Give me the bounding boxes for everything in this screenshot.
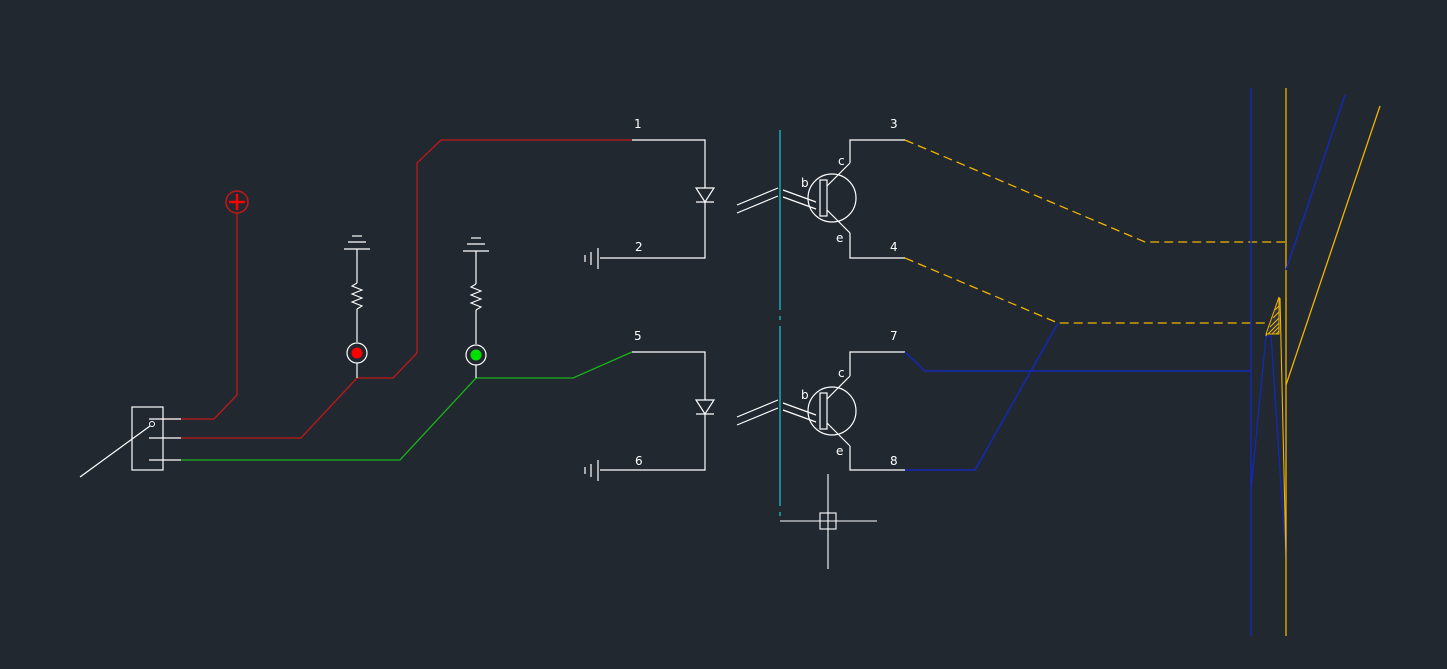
wire-positive-to-switch[interactable]: [162, 213, 238, 420]
resistor-icon: [350, 282, 364, 310]
pin-label-3: 3: [890, 117, 898, 131]
pin-label-1: 1: [634, 117, 642, 131]
switch-lever[interactable]: [79, 425, 151, 478]
pin-label-8: 8: [890, 454, 898, 468]
lower-emitter-label: e: [836, 444, 843, 458]
wire-green-main[interactable]: [181, 351, 633, 461]
wire-blue-8[interactable]: [905, 322, 1059, 471]
ground-icon: [344, 235, 370, 250]
lamp-icon[interactable]: [346, 342, 368, 364]
switch-block[interactable]: [79, 406, 181, 478]
lower-collector-label: c: [838, 366, 845, 380]
ground-icon: [463, 237, 489, 252]
diode-icon: [694, 187, 716, 204]
wire-yellow-dashed-4[interactable]: [904, 257, 1270, 324]
upper-led-circuit[interactable]: [584, 139, 779, 269]
upper-collector-label: c: [838, 154, 845, 168]
pin-label-5: 5: [634, 329, 642, 343]
phototransistor-icon: [782, 375, 857, 447]
phototransistor-icon: [782, 162, 857, 234]
diode-icon: [694, 399, 716, 416]
pin-label-4: 4: [890, 240, 898, 254]
ground-icon: [584, 248, 599, 269]
upper-phototransistor[interactable]: [782, 139, 905, 259]
lamp-icon[interactable]: [465, 344, 487, 366]
green-indicator-branch[interactable]: [463, 237, 489, 378]
crosshair-cursor-icon[interactable]: [780, 474, 877, 569]
red-indicator-branch[interactable]: [344, 235, 370, 378]
lower-led-circuit[interactable]: [584, 351, 779, 481]
lower-base-label: b: [801, 388, 809, 402]
upper-base-label: b: [801, 176, 809, 190]
wire-blue-7[interactable]: [904, 351, 1250, 372]
resistor-icon: [469, 283, 483, 311]
wire-red-main[interactable]: [181, 139, 632, 439]
positive-terminal[interactable]: [225, 190, 249, 214]
pin-label-6: 6: [635, 454, 643, 468]
upper-emitter-label: e: [836, 231, 843, 245]
right-structure[interactable]: [1250, 88, 1381, 636]
hatched-wedge: [1265, 296, 1280, 335]
ground-icon: [584, 460, 599, 481]
wire-yellow-dashed-3[interactable]: [904, 139, 1285, 243]
pin-label-2: 2: [635, 240, 643, 254]
lower-phototransistor[interactable]: [782, 351, 905, 471]
pin-label-7: 7: [890, 329, 898, 343]
